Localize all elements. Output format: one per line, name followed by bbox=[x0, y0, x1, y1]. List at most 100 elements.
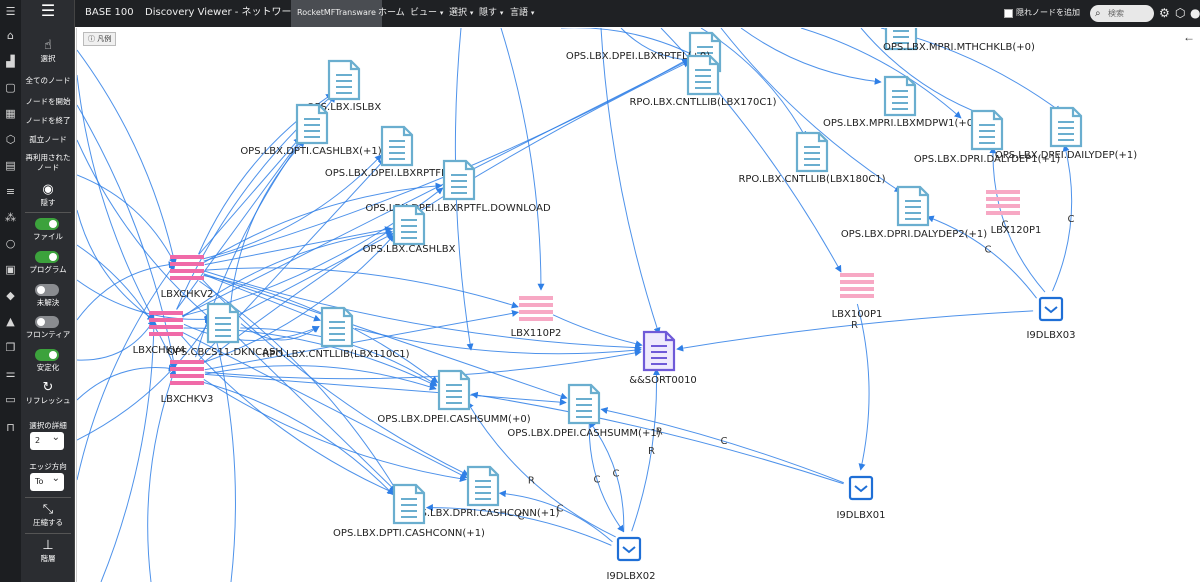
graph-node-temp[interactable]: &&SORT0010 bbox=[629, 330, 697, 386]
graph-node-program[interactable]: LBX120P1 bbox=[986, 190, 1041, 236]
home-icon[interactable]: ⌂ bbox=[7, 29, 14, 42]
graph-edge[interactable] bbox=[182, 229, 394, 318]
graph-edge[interactable] bbox=[203, 379, 467, 483]
graph-node-jcl[interactable]: I9DLBX02 bbox=[606, 536, 656, 582]
stabilize-toggle[interactable] bbox=[35, 349, 59, 361]
graph-node-file[interactable]: OPS.LBX.DPTI.CASHLBX(+1) bbox=[240, 103, 382, 157]
graph-edge[interactable] bbox=[740, 28, 882, 85]
graph-node-file[interactable]: OPS.LBX.DPEI.CASHSUMM(+0) bbox=[377, 369, 531, 425]
graph-node-program[interactable]: LBX110P2 bbox=[511, 296, 562, 339]
graph-node-file[interactable]: OPS.LBX.DPEI.LBXRPTFL(+1) bbox=[325, 125, 469, 179]
compress-button[interactable]: ⤡ 圧縮する bbox=[21, 502, 75, 528]
graph-edge[interactable] bbox=[204, 226, 393, 266]
chart-icon[interactable]: ▟ bbox=[6, 55, 15, 68]
hierarchy-button[interactable]: ⊥ 階層 bbox=[21, 538, 75, 564]
unresolved-toggle[interactable] bbox=[35, 284, 59, 296]
network-icon[interactable]: ⬡ bbox=[5, 133, 16, 146]
program-toggle[interactable] bbox=[35, 251, 59, 263]
graph-node-file[interactable]: OPS.LBX.DPTI.CASHCONN(+1) bbox=[333, 483, 485, 539]
graph-node-file[interactable]: OPS.LBX.CASHLBX bbox=[363, 204, 456, 255]
graph-edge[interactable] bbox=[77, 319, 155, 361]
graph-edge[interactable] bbox=[77, 279, 212, 323]
graph-edge[interactable] bbox=[588, 421, 625, 533]
graph-node-file[interactable]: OPS.LBX.MPRI.MTHCHKLB(+0) bbox=[883, 28, 1035, 53]
graph-edge[interactable] bbox=[860, 28, 987, 118]
graph-edge[interactable] bbox=[203, 274, 321, 322]
box-icon[interactable]: ▢ bbox=[5, 81, 16, 94]
graph-edge[interactable] bbox=[203, 273, 568, 400]
lock-icon[interactable]: ⊓ bbox=[6, 421, 15, 434]
calendar-icon[interactable]: ▣ bbox=[5, 263, 16, 276]
graph-edge[interactable] bbox=[235, 335, 397, 492]
graph-node-file[interactable]: RPO.LBX.CNTLLIB(LBX170C1) bbox=[629, 54, 777, 108]
graph-node-jcl[interactable]: I9DLBX03 bbox=[1026, 296, 1076, 341]
rocket-logo-icon[interactable]: ⬡ bbox=[1175, 6, 1186, 20]
graph-node-file[interactable]: OPS.CBCS11.DKNCASH bbox=[167, 302, 283, 358]
graph-node-program[interactable]: LBX100P1 bbox=[832, 273, 883, 320]
user-icon[interactable]: ● bbox=[1190, 6, 1200, 20]
graph-edge[interactable] bbox=[77, 318, 212, 441]
graph-edge[interactable] bbox=[202, 381, 394, 496]
detail-select[interactable]: 2 bbox=[30, 429, 64, 450]
graph-node-file[interactable]: RPO.LBX.CNTLLIB(LBX110C1) bbox=[262, 306, 410, 360]
warning-icon[interactable]: ▲ bbox=[6, 315, 15, 328]
tab-rocketmftransware[interactable]: RocketMFTransware bbox=[291, 0, 382, 27]
graph-edge[interactable] bbox=[203, 182, 443, 263]
graph-edge[interactable] bbox=[77, 174, 176, 265]
graph-edge[interactable] bbox=[425, 504, 612, 546]
graph-edge[interactable] bbox=[201, 61, 691, 364]
graph-edge[interactable] bbox=[100, 319, 158, 582]
graph-edge[interactable] bbox=[181, 59, 690, 317]
graph-edge[interactable] bbox=[600, 407, 844, 484]
menu-hide[interactable]: 隠す ▾ bbox=[479, 0, 503, 27]
graph-node-file[interactable]: OPS.LBX.DPRI.DALYDEP1(+1) bbox=[914, 109, 1060, 165]
reused-nodes-button[interactable]: 再利用された ノード bbox=[21, 153, 75, 173]
graph-edge[interactable] bbox=[926, 215, 1037, 299]
graph-edge[interactable] bbox=[856, 303, 870, 471]
graph-edge[interactable] bbox=[204, 365, 437, 391]
graph-edge[interactable] bbox=[1052, 144, 1073, 292]
graph-edge[interactable] bbox=[204, 270, 642, 352]
graph-node-program[interactable]: LBXCHKV4 bbox=[133, 311, 186, 356]
graph-edge[interactable] bbox=[77, 244, 177, 370]
table-icon[interactable]: ▤ bbox=[5, 159, 16, 172]
hamburger-icon[interactable]: ☰ bbox=[40, 1, 56, 20]
graph-edge[interactable] bbox=[202, 154, 382, 260]
sliders-icon[interactable]: ⚌ bbox=[5, 367, 16, 380]
cluster-icon[interactable]: ⁂ bbox=[5, 211, 16, 224]
gear-icon[interactable]: ⚙ bbox=[1159, 6, 1170, 20]
start-node-button[interactable]: ノードを開始 bbox=[25, 97, 71, 106]
tag-icon[interactable]: ◆ bbox=[6, 289, 15, 302]
graph-edge[interactable] bbox=[631, 368, 660, 532]
graph-edge[interactable] bbox=[77, 263, 176, 481]
graph-edge[interactable] bbox=[720, 28, 902, 193]
graph-edge[interactable] bbox=[204, 267, 519, 309]
all-nodes-button[interactable]: 全てのノード bbox=[25, 76, 71, 85]
graph-node-file[interactable]: OPS.LBX.MPRI.LBXMDPW1(+0) bbox=[823, 75, 977, 129]
graph-node-jcl[interactable]: I9DLBX01 bbox=[836, 475, 886, 521]
grid-icon[interactable]: ▦ bbox=[5, 107, 16, 120]
graph-edge[interactable] bbox=[147, 368, 177, 582]
menu-home[interactable]: ホーム bbox=[378, 8, 405, 18]
graph-edge[interactable] bbox=[204, 349, 642, 380]
legend-button[interactable]: ⓘ 凡例 bbox=[83, 32, 117, 46]
copy-icon[interactable]: ❐ bbox=[5, 341, 16, 354]
graph-node-file[interactable]: OPS.LBX.DPRI.DALYDEP2(+1) bbox=[841, 185, 987, 240]
graph-edge[interactable] bbox=[77, 139, 212, 320]
id-card-icon[interactable]: ▭ bbox=[5, 393, 16, 406]
search-input[interactable]: ⌕ 検索 bbox=[1090, 5, 1154, 22]
isolated-nodes-button[interactable]: 孤立ノード bbox=[29, 135, 67, 144]
menu-view[interactable]: ビュー ▾ bbox=[410, 0, 443, 27]
graph-node-program[interactable]: LBXCHKV2 bbox=[161, 255, 214, 300]
graph-edge[interactable] bbox=[209, 318, 236, 582]
list-icon[interactable]: ≡ bbox=[5, 185, 16, 198]
refresh-button[interactable]: ↻ リフレッシュ bbox=[21, 380, 75, 406]
menu-select[interactable]: 選択 ▾ bbox=[449, 0, 473, 27]
hide-button[interactable]: ◉ 隠す bbox=[21, 182, 75, 208]
menu-icon[interactable]: ☰ bbox=[5, 5, 16, 18]
graph-node-program[interactable]: LBXCHKV3 bbox=[161, 360, 214, 405]
graph-node-file[interactable]: OPS.LBX.DPRI.CASHCONN(+1) bbox=[407, 465, 560, 519]
file-toggle[interactable] bbox=[35, 218, 59, 230]
select-tool[interactable]: ☝ 選択 bbox=[21, 38, 75, 64]
graph-edge[interactable] bbox=[198, 137, 301, 255]
